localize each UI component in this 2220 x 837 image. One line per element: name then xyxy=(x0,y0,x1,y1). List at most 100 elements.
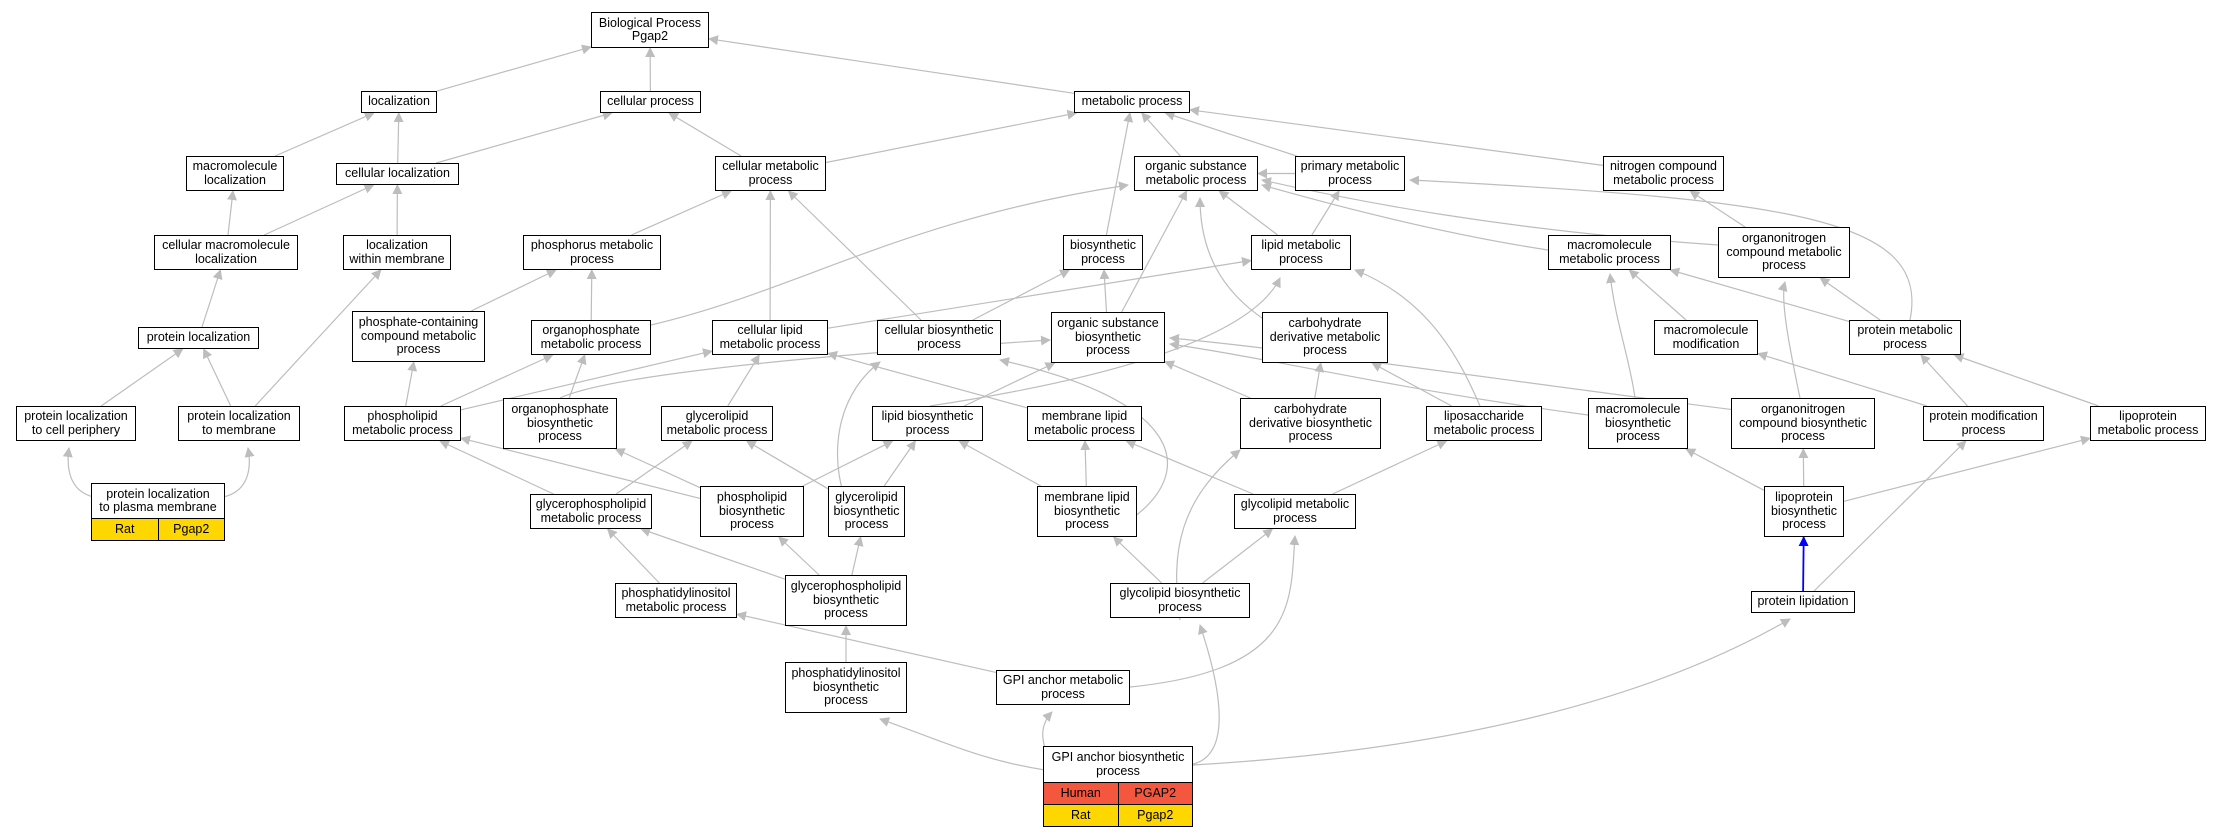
node-gplbp[interactable]: glycerophospholipid biosynthetic process xyxy=(785,575,907,626)
edge-plm-to-ploc xyxy=(203,348,232,407)
edge-cmloc-to-macloc xyxy=(227,190,237,236)
edge-plip-to-pmod xyxy=(1813,440,1967,592)
edge-opbp-to-opmp xyxy=(568,354,587,399)
species-cell: Human xyxy=(1060,785,1101,800)
edge-oncbp-to-oncmp xyxy=(1777,281,1801,399)
edge-prmp-to-pmp xyxy=(1409,175,1913,321)
node-cmloc[interactable]: cellular macromolecule localization xyxy=(154,235,298,270)
edge-oncbp-to-osbp xyxy=(1169,333,1736,411)
node-label: protein localization to plasma membrane xyxy=(99,486,217,514)
node-lwm[interactable]: localization within membrane xyxy=(343,235,451,270)
node-clmp[interactable]: cellular lipid metabolic process xyxy=(712,320,828,355)
node-glmp[interactable]: glycerolipid metabolic process xyxy=(661,406,773,441)
edge-mmod-to-mmp xyxy=(1628,269,1687,321)
edge-gplmp-to-glmp xyxy=(615,440,693,495)
node-lpbp[interactable]: lipoprotein biosynthetic process xyxy=(1764,486,1844,537)
node-lsmp[interactable]: liposaccharide metabolic process xyxy=(1426,406,1542,441)
edge-cdbp-to-cdmp xyxy=(1314,362,1325,399)
edge-phlmp-to-opmp xyxy=(440,354,554,407)
node-cmp[interactable]: cellular metabolic process xyxy=(715,156,826,191)
edge-opmp-to-osmp xyxy=(650,181,1129,326)
edge-gpimp-to-pimp xyxy=(736,611,997,673)
node-glbp[interactable]: glycerolipid biosynthetic process xyxy=(828,486,905,537)
edge-ploc-to-cmloc xyxy=(201,269,223,328)
node-ncmp[interactable]: nitrogen compound metabolic process xyxy=(1603,156,1724,191)
node-oncmp[interactable]: organonitrogen compound metabolic proces… xyxy=(1718,227,1850,278)
edge-bsp-to-mp xyxy=(1105,112,1134,236)
node-plip[interactable]: protein lipidation xyxy=(1751,591,1855,613)
edge-prmp-to-oncmp xyxy=(1819,277,1881,321)
node-opmp[interactable]: organophosphate metabolic process xyxy=(531,320,651,355)
node-osbp[interactable]: organic substance biosynthetic process xyxy=(1051,312,1165,363)
node-ploc[interactable]: protein localization xyxy=(138,327,259,349)
node-phlbp[interactable]: phospholipid biosynthetic process xyxy=(700,486,804,537)
node-pimp[interactable]: phosphatidylinositol metabolic process xyxy=(615,583,737,618)
edge-gplmp-to-phlmp xyxy=(439,440,554,495)
node-bsp[interactable]: biosynthetic process xyxy=(1063,235,1143,270)
node-plm[interactable]: protein localization to membrane xyxy=(178,406,300,441)
node-lpmp[interactable]: lipoprotein metabolic process xyxy=(2090,406,2206,441)
node-pmod[interactable]: protein modification process xyxy=(1923,406,2044,441)
node-opbp[interactable]: organophosphate biosynthetic process xyxy=(503,398,617,449)
node-gplmp[interactable]: glycerophospholipid metabolic process xyxy=(530,494,652,529)
node-gclbp[interactable]: glycolipid biosynthetic process xyxy=(1110,583,1250,618)
node-mbp[interactable]: macromolecule biosynthetic process xyxy=(1588,398,1688,449)
edge-glbp-to-glmp xyxy=(745,440,829,490)
node-cdbp[interactable]: carbohydrate derivative biosynthetic pro… xyxy=(1240,398,1381,449)
node-bp[interactable]: Biological Process Pgap2 xyxy=(591,12,709,48)
edge-mlbp-to-mlmp xyxy=(1080,440,1091,487)
node-mmod[interactable]: macromolecule modification xyxy=(1654,320,1758,355)
edge-phlbp-to-opbp xyxy=(614,448,701,489)
node-mp[interactable]: metabolic process xyxy=(1074,91,1190,113)
edge-gplbp-to-glbp xyxy=(851,536,864,576)
node-cbp[interactable]: cellular biosynthetic process xyxy=(877,320,1001,355)
node-mlmp[interactable]: membrane lipid metabolic process xyxy=(1027,406,1142,441)
edge-gclbp-to-mlbp xyxy=(1112,536,1163,584)
edge-mlbp-to-lbp xyxy=(958,440,1042,487)
gene-cell: Pgap2 xyxy=(157,519,225,540)
edge-cdmp-to-osmp xyxy=(1195,197,1266,321)
node-lmp[interactable]: lipid metabolic process xyxy=(1251,235,1351,270)
node-prmp[interactable]: protein metabolic process xyxy=(1849,320,1961,355)
node-mlbp[interactable]: membrane lipid biosynthetic process xyxy=(1037,486,1137,537)
node-phlmp[interactable]: phospholipid metabolic process xyxy=(344,406,461,441)
node-cdmp[interactable]: carbohydrate derivative metabolic proces… xyxy=(1262,312,1388,363)
edge-loc-to-bp xyxy=(436,44,592,92)
node-gclmp[interactable]: glycolipid metabolic process xyxy=(1234,494,1356,529)
node-loc[interactable]: localization xyxy=(361,91,437,113)
node-lbp[interactable]: lipid biosynthetic process xyxy=(872,406,983,441)
edge-gclmp-to-lsmp xyxy=(1332,440,1448,495)
node-cp[interactable]: cellular process xyxy=(600,91,701,113)
node-cellloc[interactable]: cellular localization xyxy=(336,163,459,185)
edge-gpimp-to-gclmp xyxy=(1129,535,1300,688)
node-pmp[interactable]: primary metabolic process xyxy=(1295,156,1405,191)
node-plcp[interactable]: protein localization to cell periphery xyxy=(16,406,136,441)
edge-plm-to-lwm xyxy=(254,269,382,407)
node-pccmp[interactable]: phosphate-containing compound metabolic … xyxy=(352,311,485,362)
node-pibp[interactable]: phosphatidylinositol biosynthetic proces… xyxy=(785,662,907,713)
edge-phlmp-to-clmp xyxy=(460,348,713,411)
edge-mp-to-bp xyxy=(708,35,1075,94)
node-phmp[interactable]: phosphorus metabolic process xyxy=(523,235,661,270)
edge-mmp-to-osmp xyxy=(1261,182,1549,251)
edge-cmp-to-cp xyxy=(668,112,742,157)
edge-gplbp-to-phlbp xyxy=(778,536,820,576)
node-mmp[interactable]: macromolecule metabolic process xyxy=(1548,235,1671,270)
edge-glbp-to-lbp xyxy=(883,440,916,487)
edge-opmp-to-phmp xyxy=(586,269,597,321)
node-label: GPI anchor biosynthetic process xyxy=(1051,750,1185,778)
node-macloc[interactable]: macromolecule localization xyxy=(186,156,284,191)
node-gpimp[interactable]: GPI anchor metabolic process xyxy=(996,670,1130,705)
edge-mlbp-to-cbp xyxy=(999,357,1168,521)
node-oncbp[interactable]: organonitrogen compound biosynthetic pro… xyxy=(1731,398,1875,449)
edge-clmp-to-lmp xyxy=(827,256,1252,329)
node-osmp[interactable]: organic substance metabolic process xyxy=(1134,156,1258,191)
edge-cdbp-to-osbp xyxy=(1164,360,1251,399)
edge-lmp-to-pmp xyxy=(1311,190,1340,236)
edge-macloc-to-loc xyxy=(274,112,375,157)
edge-osbp-to-bsp xyxy=(1099,269,1110,313)
edge-prmp-to-mmp xyxy=(1669,267,1850,322)
